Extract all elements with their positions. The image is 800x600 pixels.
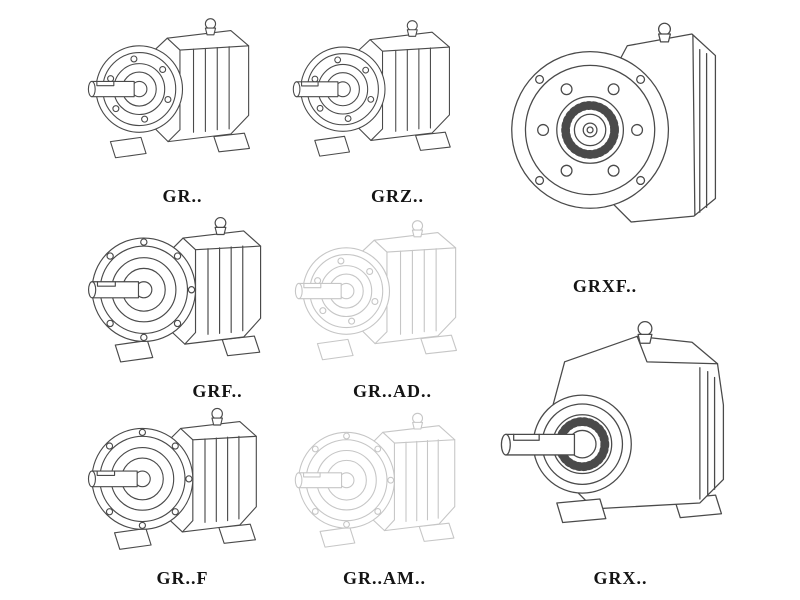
gearbox-figure-gr-ad: [292, 212, 487, 382]
gearbox-figure-gr-am: [292, 402, 482, 570]
gearbox-figure-gr-f: [85, 400, 285, 570]
gearbox-figure-grz: [290, 6, 480, 184]
gearbox-figure-gr: [85, 6, 280, 184]
model-label-gr-f: GR..F: [156, 568, 209, 588]
model-label-gr-am: GR..AM..: [343, 568, 426, 588]
model-label-grz: GRZ..: [370, 186, 424, 206]
gear-reducer-adapter-phantom-drawing: [292, 212, 487, 382]
gear-reducer-adapter-phantom-drawing: [292, 402, 482, 570]
gear-reducer-foot-mounted-drawing: [85, 6, 280, 184]
model-label-grf: GRF..: [192, 381, 243, 401]
gear-reducer-flange-drawing: [85, 400, 285, 570]
gear-reducer-flange-drawing: [85, 210, 290, 382]
gearbox-figure-grx: [498, 296, 743, 558]
model-label-grxf: GRXF..: [572, 276, 638, 296]
gear-reducer-large-foot-mounted-drawing: [498, 296, 743, 558]
model-label-gr: GR..: [162, 186, 203, 206]
model-label-grx: GRX..: [593, 568, 648, 588]
gearbox-figure-grxf: [500, 8, 735, 248]
model-label-gr-ad: GR..AD..: [353, 381, 432, 401]
gear-reducer-foot-mounted-drawing: [290, 6, 480, 184]
gearbox-figure-grf: [85, 210, 290, 382]
gear-reducer-flange-front-drawing: [500, 8, 735, 248]
